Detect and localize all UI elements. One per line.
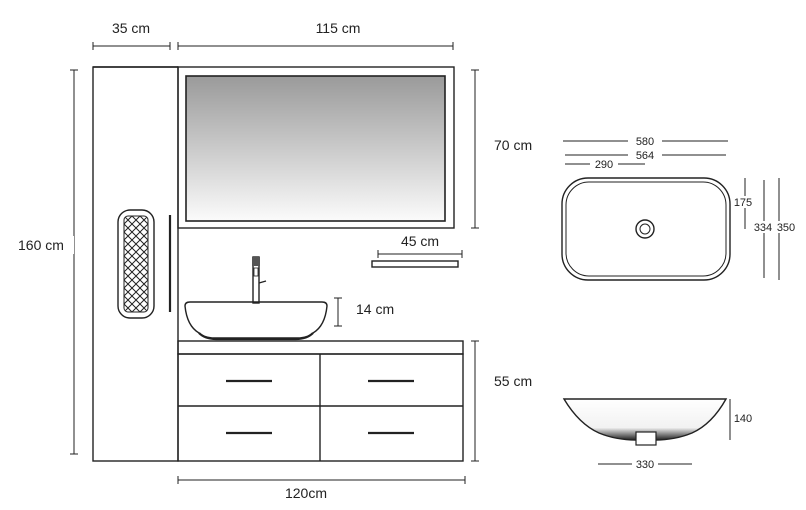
drain-icon (635, 219, 655, 239)
center-offset-label: 290 (595, 159, 613, 171)
faucet (252, 256, 267, 304)
column-width-label: 35 cm (112, 20, 150, 36)
mirror (177, 66, 455, 229)
basin-top-view: 580 564 290 175 334 350 (561, 134, 800, 281)
vanity-cabinet (177, 340, 464, 462)
countertop (177, 340, 464, 355)
column-cabinet (92, 66, 179, 462)
mirror-width-dimension: 115 cm (177, 20, 454, 50)
mirror-height-dimension: 70 cm (471, 69, 532, 229)
vessel-basin (184, 301, 328, 341)
side-height-label: 140 (734, 413, 752, 425)
base-width-label: 330 (636, 459, 654, 471)
cabinet-height-label: 55 cm (494, 373, 532, 389)
mirror-height-label: 70 cm (494, 137, 532, 153)
cabinet-width-label: 120cm (285, 485, 327, 501)
shelf: 45 cm (371, 233, 463, 268)
drain-offset-label: 175 (734, 197, 752, 209)
column-decor-panel (117, 209, 155, 319)
mirror-width-label: 115 cm (316, 20, 361, 36)
total-height-dimension: 160 cm (18, 69, 78, 455)
shelf-width-label: 45 cm (401, 233, 439, 249)
cabinet-width-dimension: 120cm (177, 476, 466, 501)
outer-depth-label: 350 (777, 222, 795, 234)
inner-depth-label: 334 (754, 222, 772, 234)
outer-width-label: 580 (636, 136, 654, 148)
total-height-label: 160 cm (18, 237, 64, 253)
inner-width-label: 564 (636, 150, 654, 162)
basin-side-view: 140 330 (562, 398, 755, 471)
basin-height-dimension: 14 cm (334, 297, 394, 327)
cabinet-height-dimension: 55 cm (471, 340, 532, 462)
column-width-dimension: 35 cm (92, 20, 171, 50)
basin-height-label: 14 cm (356, 301, 394, 317)
